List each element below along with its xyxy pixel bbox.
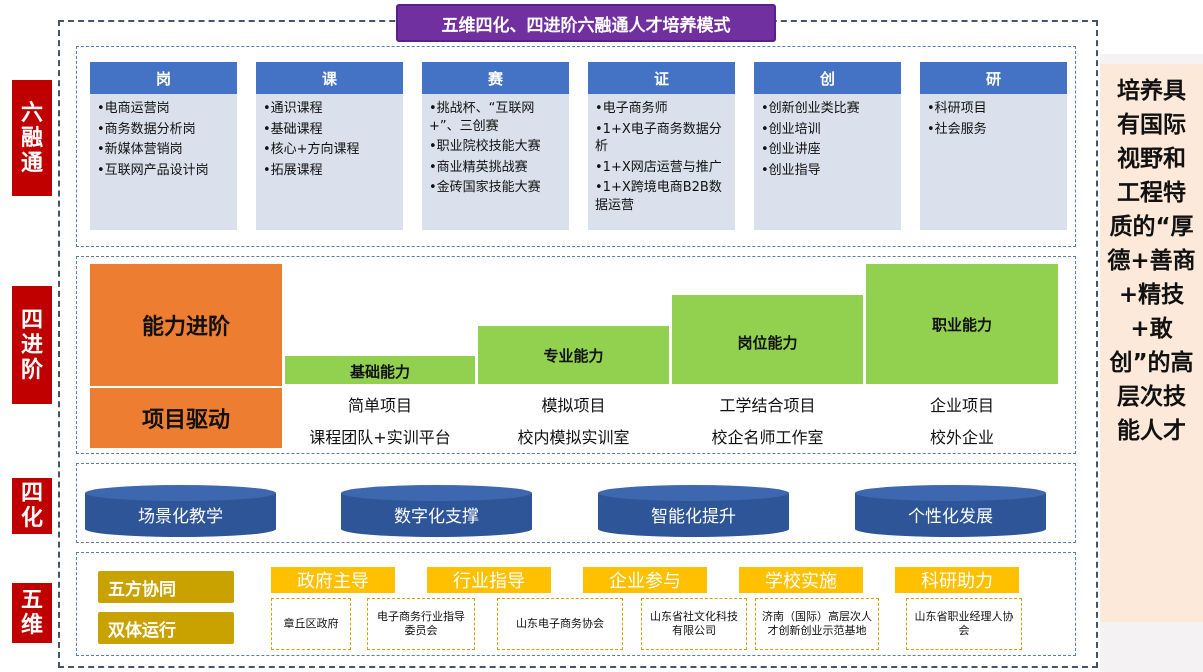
- card-item: •新媒体营销岗: [97, 142, 183, 157]
- four-item-text: 数字化支撑: [394, 506, 479, 527]
- card-item: •互联网产品设计岗: [97, 162, 209, 178]
- label-four-steps: 四进阶: [12, 286, 52, 404]
- label-four-steps-text: 四进阶: [20, 307, 43, 383]
- entity-box: 山东省社文化科技有限公司: [641, 598, 747, 650]
- card-item: •通识课程: [263, 101, 323, 116]
- entity-box: 山东电子商务协会: [497, 598, 623, 650]
- cylinder-shape: [85, 485, 276, 537]
- cylinder-digital: [340, 484, 533, 538]
- platform-text: 校外企业: [929, 428, 994, 447]
- cylinder-personalized: [854, 484, 1047, 538]
- card-item: •基础课程: [263, 121, 323, 137]
- label-five: 五维: [12, 583, 52, 643]
- card-item: •商业精英挑战赛: [429, 159, 528, 175]
- card-item: •电商运营岗: [97, 101, 170, 116]
- card-item: •1+X电子商务数据分析: [595, 121, 722, 155]
- label-six-text: 六融通: [20, 100, 43, 176]
- card-header-chuang: 创: [754, 62, 901, 94]
- card-item: •挑战杯、“互联网+”、三创赛: [429, 101, 535, 134]
- card-item: •创新创业类比赛: [761, 101, 860, 116]
- cylinder-shape: [341, 485, 532, 537]
- card-header-zheng: 证: [588, 62, 735, 94]
- label-four: 四化: [12, 478, 52, 534]
- role-school: 学校实施: [739, 567, 863, 593]
- card-item: •商务数据分析岗: [97, 121, 196, 137]
- four-item-text: 场景化教学: [138, 506, 223, 527]
- goal-text: 培养具有国际视野和工程特质的“厚德+善商+精技+敢创”的高层次技能人才: [1107, 78, 1196, 444]
- goal-box: 培养具有国际视野和工程特质的“厚德+善商+精技+敢创”的高层次技能人才: [1100, 64, 1203, 622]
- label-six: 六融通: [12, 80, 52, 196]
- role-government: 政府主导: [271, 567, 395, 593]
- project-text: 企业项目: [929, 396, 994, 415]
- card-item: •创业讲座: [761, 142, 821, 157]
- card-item: •科研项目: [927, 101, 987, 116]
- card-header-yan: 研: [920, 62, 1067, 94]
- card-item: •职业院校技能大赛: [429, 139, 541, 154]
- card-header-ke: 课: [256, 62, 403, 94]
- platform-text: 课程团队+实训平台: [309, 428, 451, 447]
- entity-box: 电子商务行业指导委员会: [367, 598, 475, 650]
- step-basic: 基础能力: [285, 356, 475, 384]
- section-six: [76, 46, 1076, 247]
- project-text: 工学结合项目: [719, 396, 816, 415]
- card-item: •电子商务师: [595, 101, 668, 116]
- tag-five-party: 五方协同: [98, 571, 234, 603]
- cylinder-shape: [855, 485, 1046, 537]
- cylinder-intelligent: [597, 484, 790, 538]
- entity-box: 济南（国际）高层次人才创新创业示范基地: [755, 598, 879, 650]
- card-item: •核心+方向课程: [263, 142, 360, 157]
- label-five-text: 五维: [20, 588, 43, 638]
- entity-box: 山东省职业经理人协会: [906, 598, 1022, 650]
- tag-dual-body: 双体运行: [98, 612, 234, 644]
- page-title: 五维四化、四进阶六融通人才培养模式: [396, 4, 776, 42]
- cylinder-scenario: [84, 484, 277, 538]
- card-item: •创业培训: [761, 121, 821, 137]
- card-item: •创业指导: [761, 162, 821, 178]
- platform-text: 校企名师工作室: [711, 428, 824, 447]
- project-text: 模拟项目: [541, 396, 606, 415]
- role-industry: 行业指导: [427, 567, 551, 593]
- step-career: 职业能力: [866, 264, 1058, 384]
- project-driven-label: 项目驱动: [90, 388, 282, 448]
- entity-box: 章丘区政府: [271, 598, 351, 650]
- role-research: 科研助力: [895, 567, 1019, 593]
- card-item: •1+X跨境电商B2B数据运营: [595, 180, 722, 213]
- step-professional: 专业能力: [478, 326, 669, 384]
- label-four-text: 四化: [20, 481, 43, 531]
- card-item: •金砖国家技能大赛: [429, 180, 541, 195]
- cylinder-shape: [598, 485, 789, 537]
- card-header-sai: 赛: [422, 62, 569, 94]
- four-item-text: 个性化发展: [908, 506, 993, 527]
- ability-progression-label: 能力进阶: [90, 264, 282, 386]
- card-item: •拓展课程: [263, 162, 323, 178]
- card-item: •1+X网店运营与推广: [595, 159, 722, 175]
- platform-text: 校内模拟实训室: [517, 428, 630, 447]
- card-item: •社会服务: [927, 121, 987, 137]
- step-position: 岗位能力: [672, 295, 863, 384]
- project-text: 简单项目: [347, 396, 412, 415]
- role-enterprise: 企业参与: [583, 567, 707, 593]
- four-item-text: 智能化提升: [651, 506, 736, 527]
- card-header-gang: 岗: [90, 62, 237, 94]
